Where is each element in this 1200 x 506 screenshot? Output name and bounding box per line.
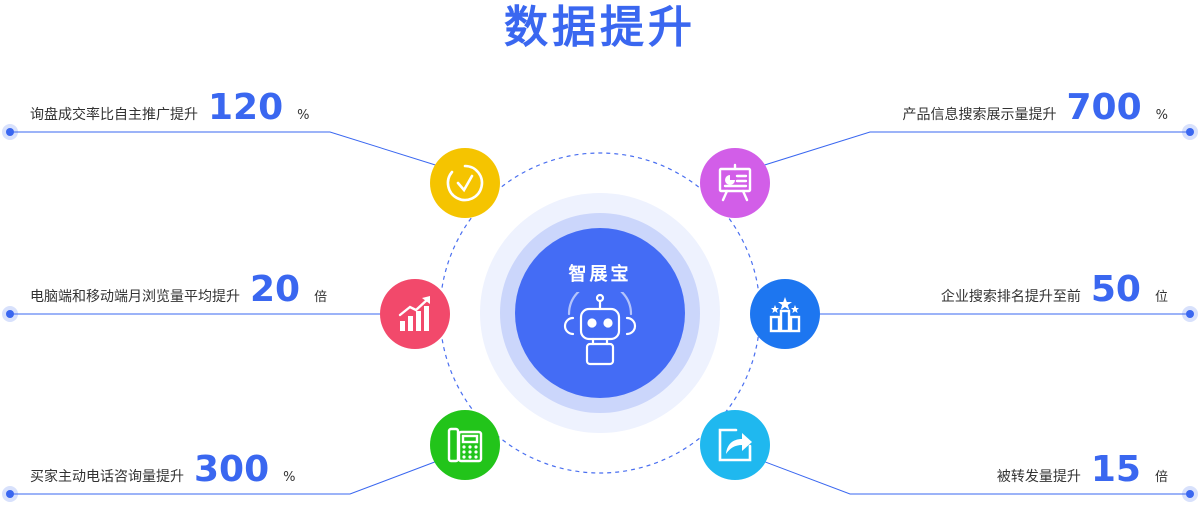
stat-search-impressions: 产品信息搜索展示量提升 700 % [902, 88, 1168, 128]
presentation-board-icon [718, 163, 752, 202]
stat-label: 被转发量提升 [996, 469, 1081, 485]
stat-label: 企业搜索排名提升至前 [940, 289, 1081, 305]
stat-value: 15 [1090, 449, 1141, 490]
stat-inquiry-conversion: 询盘成交率比自主推广提升 120 % [30, 88, 310, 128]
center-label: 智展宝 [568, 264, 632, 285]
stat-value: 120 [208, 87, 284, 128]
robot-icon [563, 292, 637, 366]
center-badge: 智展宝 [515, 228, 685, 398]
telephone-badge [430, 410, 500, 480]
stat-unit: 倍 [314, 290, 328, 305]
ranking-badge [750, 279, 820, 349]
stat-search-ranking: 企业搜索排名提升至前 50 位 [941, 270, 1168, 310]
stat-value: 300 [194, 449, 270, 490]
stat-shares: 被转发量提升 15 倍 [997, 450, 1168, 490]
share-badge [700, 410, 770, 480]
stat-unit: 倍 [1154, 470, 1168, 485]
stat-label: 电脑端和移动端月浏览量平均提升 [30, 289, 240, 305]
clock-check-badge [430, 148, 500, 218]
page-title: 数据提升 [504, 2, 696, 53]
share-forward-icon [718, 428, 752, 462]
stat-unit: % [283, 470, 296, 485]
bar-chart-badge [380, 279, 450, 349]
stat-unit: % [1155, 108, 1168, 123]
stat-label: 产品信息搜索展示量提升 [902, 107, 1057, 123]
clock-check-icon [446, 164, 484, 202]
stat-phone-inquiries: 买家主动电话咨询量提升 300 % [30, 450, 296, 490]
presentation-badge [700, 148, 770, 218]
ranking-podium-icon [769, 297, 801, 333]
stat-label: 买家主动电话咨询量提升 [30, 469, 184, 485]
bar-chart-up-icon [398, 296, 430, 331]
stat-value: 700 [1066, 87, 1142, 128]
stat-unit: 位 [1154, 290, 1168, 305]
stat-label: 询盘成交率比自主推广提升 [30, 107, 198, 123]
stat-unit: % [297, 108, 310, 123]
stat-value: 20 [250, 269, 301, 310]
telephone-icon [447, 427, 483, 463]
stat-value: 50 [1090, 269, 1141, 310]
stat-monthly-views: 电脑端和移动端月浏览量平均提升 20 倍 [30, 270, 327, 310]
